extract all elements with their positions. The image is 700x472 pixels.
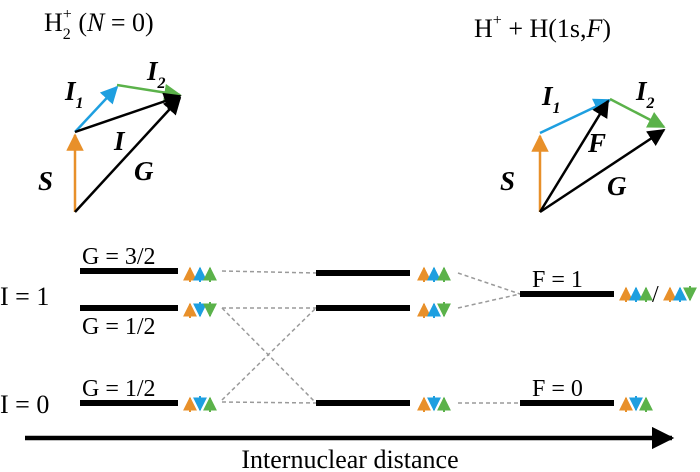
vector-I1-left	[74, 85, 119, 133]
label-G32: G = 3/2	[82, 244, 156, 270]
internuclear-axis: Internuclear distance	[25, 426, 675, 472]
title-left: H2+ (N = 0)	[44, 6, 154, 43]
level-labels: I = 1 I = 0 G = 3/2 G = 1/2 G = 1/2 F = …	[0, 244, 583, 419]
vector-I2-right	[609, 97, 666, 129]
energy-levels	[80, 268, 614, 406]
title-right: H+ + H(1s,F)	[474, 12, 611, 43]
label-I-left: I	[113, 126, 126, 156]
label-I2-right: I2	[635, 76, 655, 112]
label-I1: I = 1	[0, 282, 49, 311]
vector-diagram-left: S I1 I2 I G	[38, 56, 182, 213]
label-I1-left: I1	[64, 76, 84, 112]
label-G12-lower: G = 1/2	[82, 376, 156, 402]
label-F1: F = 1	[532, 267, 583, 293]
spin-arrows	[183, 266, 697, 412]
vector-F-right	[538, 99, 610, 213]
label-G-left: G	[134, 156, 154, 186]
axis-label: Internuclear distance	[241, 445, 458, 472]
label-S-right: S	[500, 166, 515, 196]
label-F0: F = 0	[532, 376, 583, 402]
vector-diagram-right: S I1 I2 F G	[500, 76, 666, 214]
label-G-right: G	[607, 171, 627, 201]
label-F-right: F	[587, 128, 606, 158]
label-G12-upper: G = 1/2	[82, 314, 156, 340]
vector-G-left	[74, 96, 182, 213]
vector-I2-left	[116, 83, 182, 102]
vector-G-right	[539, 128, 666, 214]
label-I0: I = 0	[0, 390, 49, 419]
vector-I-left	[74, 92, 182, 134]
label-I1-right: I1	[541, 81, 561, 117]
spin-slash: /	[652, 282, 659, 308]
label-I2-left: I2	[146, 56, 166, 92]
correlation-lines	[221, 270, 521, 404]
label-S-left: S	[38, 166, 53, 196]
svg-text:H2+ (N = 0): H2+ (N = 0)	[44, 6, 154, 43]
svg-text:H+ + H(1s,F): H+ + H(1s,F)	[474, 12, 611, 43]
